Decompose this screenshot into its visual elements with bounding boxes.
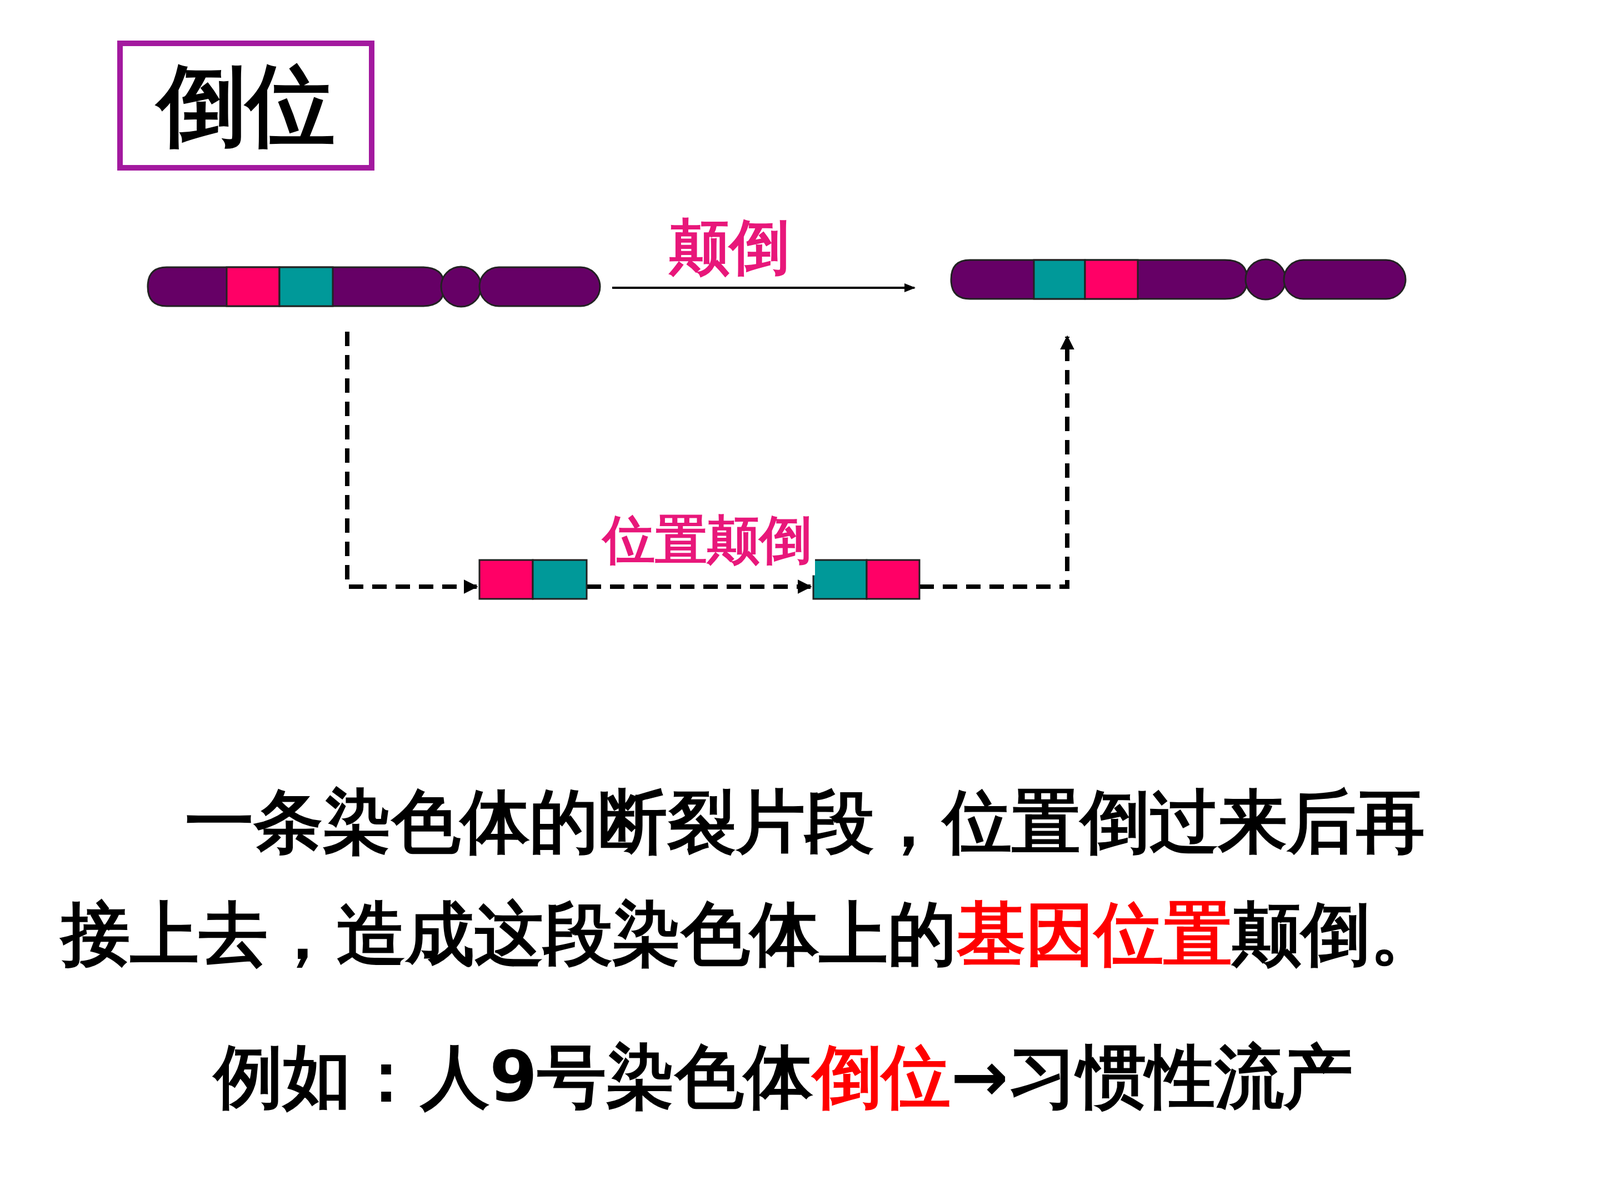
inverted-chromosome — [951, 259, 1406, 300]
arrow-label: 颠倒 — [669, 207, 790, 289]
definition-text: 一条染色体的断裂片段，位置倒过来后再接上去，造成这段染色体上的基因位置颠倒。 — [61, 765, 1442, 990]
text-run: →习惯性流产 — [950, 1036, 1353, 1117]
text-run: 位置颠倒 — [602, 509, 812, 570]
text-run: 基因位置 — [956, 893, 1233, 974]
dashed-route — [347, 331, 1068, 587]
text-run: 例如：人9号染色体 — [213, 1036, 813, 1117]
arrow — [612, 286, 915, 289]
title: 倒位 — [157, 61, 335, 150]
example-text: 例如：人9号染色体倒位→习惯性流产 — [213, 1035, 1353, 1119]
route-label: 位置颠倒 — [599, 505, 815, 576]
broken-fragment — [479, 560, 587, 599]
reversed-fragment — [813, 560, 920, 599]
text-run: 颠倒 — [669, 212, 790, 282]
title-box: 倒位 — [117, 40, 375, 171]
text-run: 倒位 — [812, 1036, 951, 1117]
text-run: 颠倒。 — [1232, 893, 1439, 974]
original-chromosome — [147, 266, 600, 307]
